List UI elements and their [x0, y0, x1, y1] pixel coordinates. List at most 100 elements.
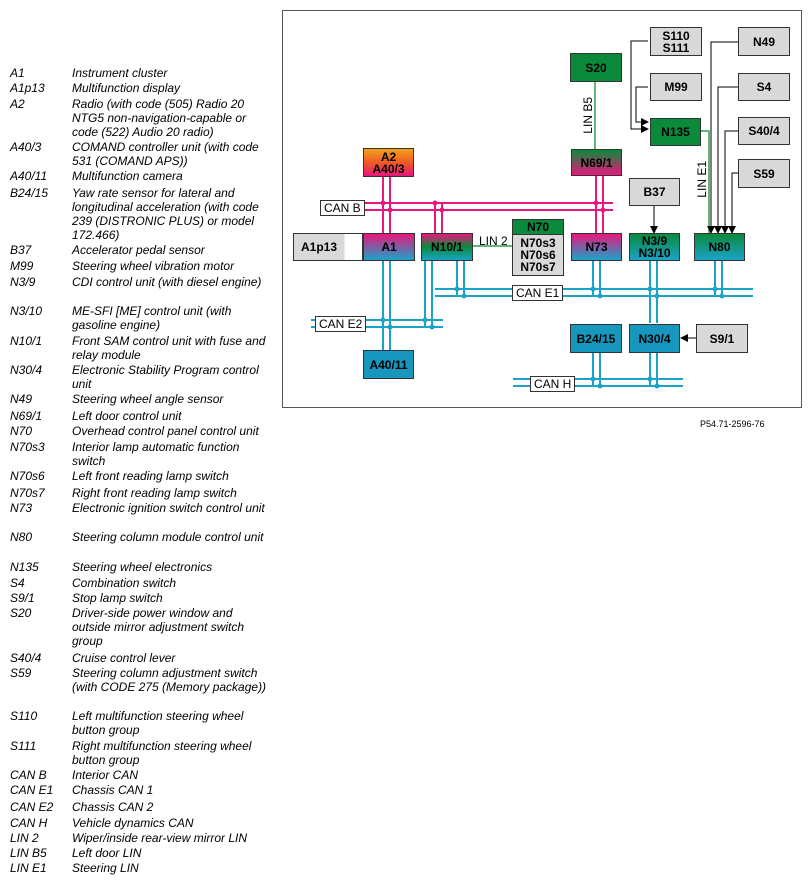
box-label: A2 — [380, 149, 397, 164]
legend-desc: CDI control unit (with diesel engine) — [72, 275, 262, 289]
box-n30-4: N30/4 — [629, 324, 680, 353]
legend-desc: Combination switch — [72, 576, 177, 590]
box-label: S40/4 — [748, 124, 780, 138]
legend-code: S59 — [10, 666, 32, 680]
box-label: N70s3 — [520, 236, 556, 250]
legend-code: CAN B — [10, 768, 47, 782]
legend-desc: Left door control unit — [72, 409, 182, 423]
legend-desc: Vehicle dynamics CAN — [72, 816, 194, 830]
legend-desc: Accelerator pedal sensor — [72, 243, 205, 257]
box-label: B24/15 — [576, 331, 616, 346]
box-m99: M99 — [650, 73, 702, 101]
signal-lines — [630, 40, 738, 342]
box-label: M99 — [664, 80, 688, 94]
can-e1-junctions — [454, 286, 725, 299]
legend-desc: Front SAM control unit with fuse and rel… — [72, 334, 266, 362]
box-label: N3/9 — [641, 234, 668, 248]
legend-desc: COMAND controller unit (with code 531 (C… — [72, 140, 259, 168]
box-label: S111 — [662, 40, 690, 55]
legend-code: S20 — [10, 606, 32, 620]
legend-code: CAN H — [10, 816, 48, 830]
legend-desc: Overhead control panel control unit — [72, 424, 259, 438]
box-s40-4: S40/4 — [738, 117, 790, 145]
legend-desc: Electronic Stability Program control uni… — [72, 363, 259, 391]
box-s110-s111: S110 S111 — [650, 27, 702, 56]
legend-desc: Multifunction camera — [72, 169, 183, 183]
network-diagram: S110 S111 N49 S20 M99 S4 N135 S40/4 A2 A… — [282, 10, 802, 408]
can-b-bus — [351, 173, 613, 233]
legend-code: B37 — [10, 243, 32, 257]
legend-desc: Steering LIN — [72, 861, 139, 875]
box-label: A40/11 — [369, 357, 408, 372]
legend-code: S111 — [10, 739, 37, 753]
legend-desc: Right front reading lamp switch — [72, 486, 237, 500]
box-label: N30/4 — [638, 331, 671, 346]
box-label: S4 — [756, 80, 772, 94]
box-n70: N70 — [512, 219, 564, 235]
box-label: N73 — [585, 240, 608, 254]
legend-code: LIN B5 — [10, 846, 47, 860]
legend-desc: Steering column module control unit — [72, 530, 264, 544]
legend-code: N70s3 — [10, 440, 45, 454]
box-label: A1p13 — [300, 240, 338, 254]
box-label: S110 — [662, 28, 690, 43]
figure-reference: P54.71-2596-76 — [700, 419, 765, 429]
legend-desc: Left front reading lamp switch — [72, 469, 229, 483]
legend-code: N135 — [10, 560, 39, 574]
can-b-label: CAN B — [320, 200, 365, 216]
legend-desc: Steering wheel electronics — [72, 560, 213, 574]
box-label: S59 — [753, 166, 775, 181]
legend-code: S40/4 — [10, 651, 42, 665]
legend-code: S110 — [10, 709, 38, 723]
can-e1-bus — [435, 261, 753, 323]
can-e2-label: CAN E2 — [315, 316, 367, 332]
legend-code: N73 — [10, 501, 33, 515]
box-label: N70s6 — [520, 248, 556, 262]
legend-desc: Wiper/inside rear-view mirror LIN — [72, 831, 248, 845]
box-label: B37 — [643, 185, 666, 199]
legend-desc: Steering column adjustment switch (with … — [72, 666, 267, 694]
box-label: N80 — [708, 240, 731, 254]
box-label: N69/1 — [580, 155, 613, 170]
lin-b5-label: LIN B5 — [581, 97, 595, 134]
legend-desc: Interior CAN — [72, 768, 139, 782]
box-s20: S20 — [570, 53, 622, 82]
legend-code: A40/3 — [10, 140, 42, 154]
legend-code: LIN 2 — [10, 831, 39, 845]
box-s4: S4 — [738, 73, 790, 101]
can-b-junctions — [380, 200, 606, 213]
can-e1-label: CAN E1 — [512, 285, 564, 301]
can-h-label: CAN H — [530, 376, 576, 392]
legend-desc: ME-SFI [ME] control unit (with gasoline … — [72, 304, 232, 332]
legend-desc: Stop lamp switch — [72, 591, 163, 605]
legend-code: N3/10 — [10, 304, 43, 318]
legend-code: N3/9 — [10, 275, 36, 289]
legend-desc: Right multifunction steering wheel butto… — [72, 739, 252, 767]
box-n73: N73 — [571, 233, 622, 261]
legend-code: N10/1 — [10, 334, 43, 348]
box-s59: S59 — [738, 159, 790, 188]
legend-code: N30/4 — [10, 363, 43, 377]
legend-code: S4 — [10, 576, 25, 590]
legend-code: S9/1 — [10, 591, 35, 605]
legend-code: LIN E1 — [10, 861, 47, 875]
box-label: S20 — [585, 60, 607, 75]
box-label: N135 — [661, 125, 690, 139]
legend-code: A40/11 — [10, 169, 48, 183]
legend-desc: Interior lamp automatic function switch — [72, 440, 240, 468]
box-n10-1: N10/1 — [421, 233, 473, 261]
legend-desc: Multifunction display — [72, 81, 181, 95]
legend-desc: Electronic ignition switch control unit — [72, 501, 265, 515]
box-s9-1: S9/1 — [696, 324, 748, 353]
box-label: S9/1 — [709, 331, 735, 346]
legend-code: N49 — [10, 392, 33, 406]
box-label: N70 — [526, 220, 549, 234]
legend-desc: Driver-side power window and outside mir… — [72, 606, 245, 648]
legend-code: N70s7 — [10, 486, 45, 500]
legend-code: N80 — [10, 530, 33, 544]
legend-code: B24/15 — [10, 186, 49, 200]
legend-desc: Steering wheel angle sensor — [72, 392, 224, 406]
legend-code: A1p13 — [10, 81, 45, 95]
box-n70-switches: N70s3 N70s6 N70s7 — [512, 234, 564, 276]
legend-code: M99 — [10, 259, 34, 273]
